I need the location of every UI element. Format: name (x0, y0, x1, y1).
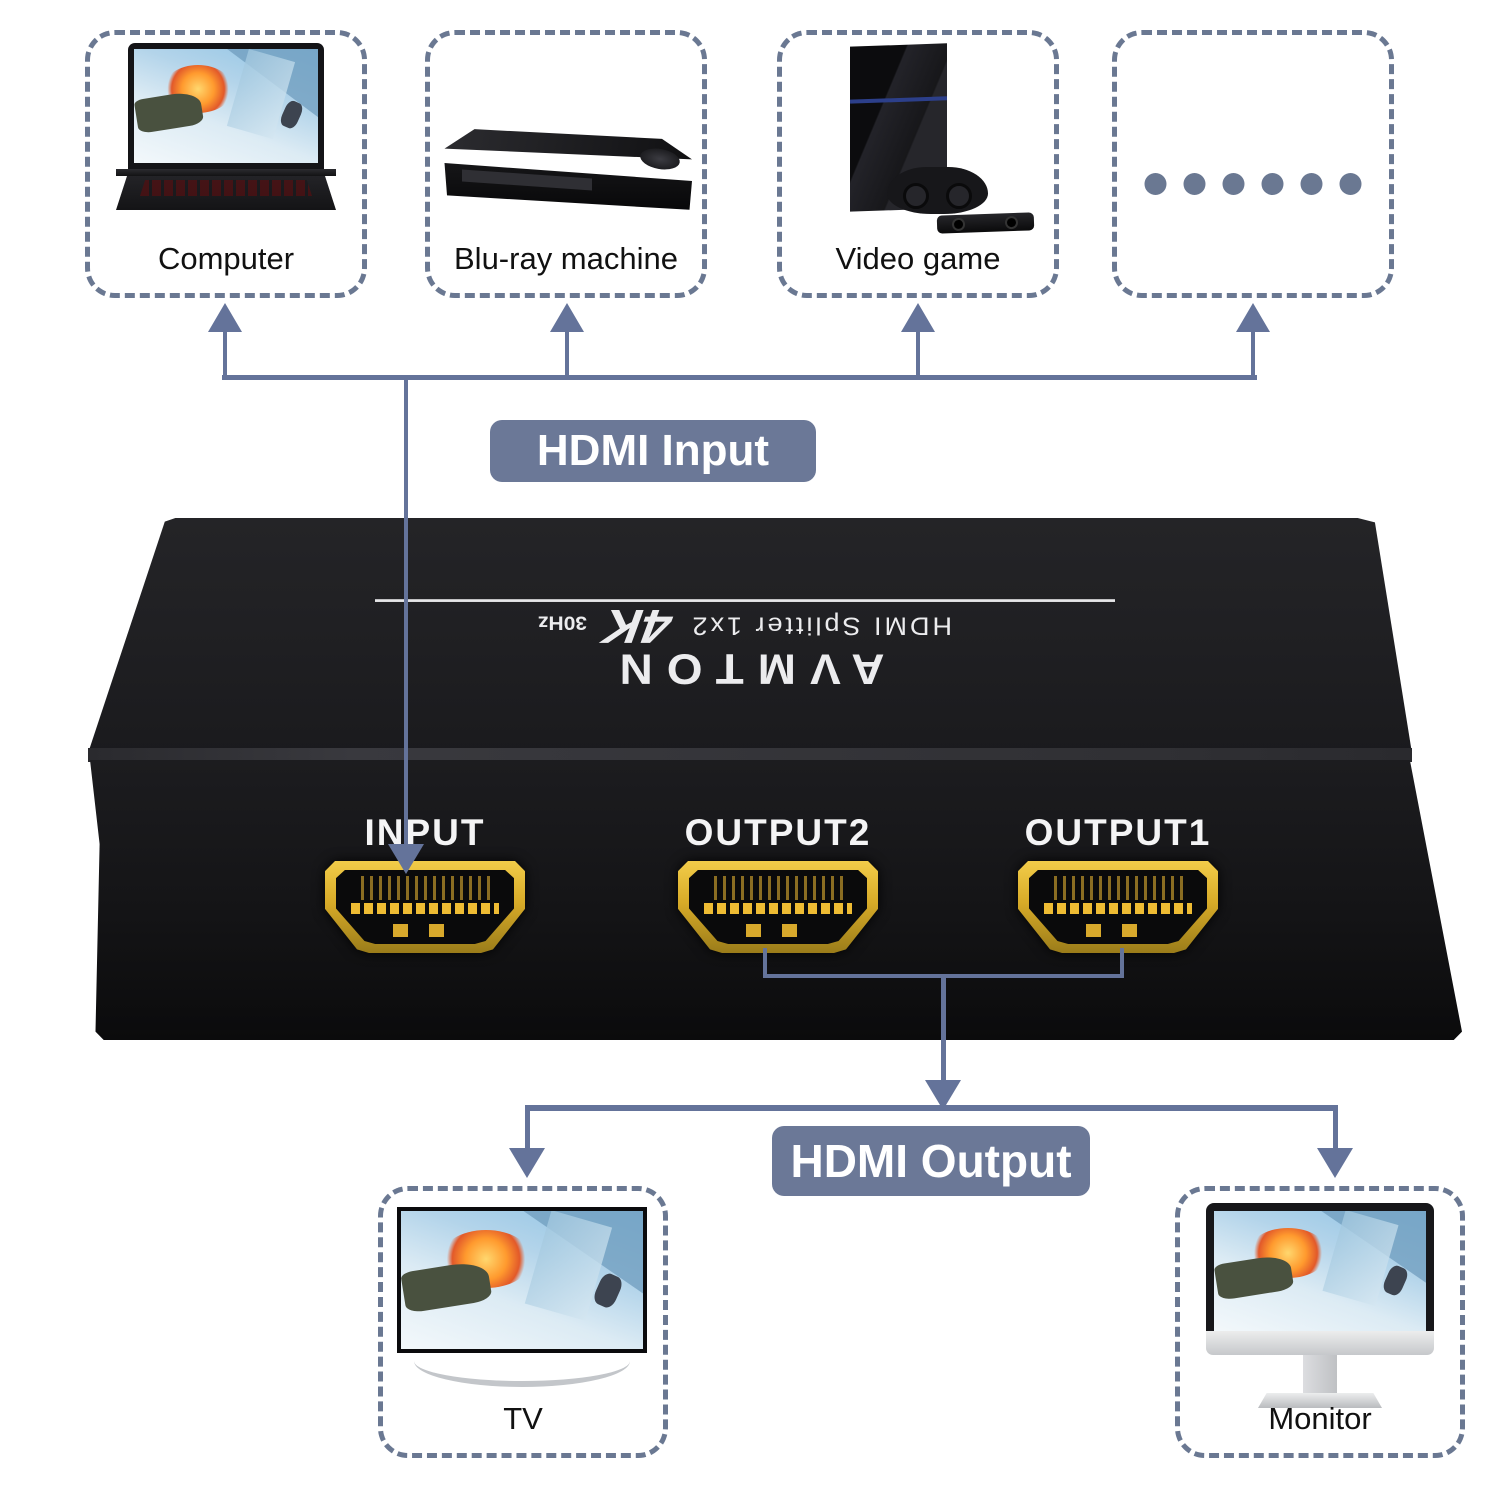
arrow-shaft-computer (223, 329, 227, 377)
splitter-top-print: AVMTON HDMI Splitter 1x2 4K 30Hz (375, 599, 1115, 696)
splitter-edge-bevel (88, 748, 1412, 762)
port-label-output2: OUTPUT2 (684, 812, 872, 853)
30hz-badge: 30Hz (537, 612, 587, 634)
input-drop-line (404, 378, 408, 846)
bluray-player-icon (442, 127, 692, 217)
sink-label-tv: TV (503, 1401, 543, 1436)
port-label-input: INPUT (364, 812, 486, 853)
source-label-videogame: Video game (835, 241, 1001, 276)
arrow-to-computer (208, 303, 242, 332)
input-bus-line (222, 375, 1257, 380)
hdmi-port-input (325, 861, 525, 953)
laptop-icon (116, 43, 336, 210)
arrow-shaft-videogame (916, 329, 920, 377)
4k-badge: 4K (600, 599, 676, 653)
hdmi-input-label: HDMI Input (490, 420, 816, 482)
arrow-to-bluray (550, 303, 584, 332)
sink-box-monitor: Monitor (1175, 1186, 1465, 1458)
arrow-shaft-bluray (565, 329, 569, 377)
tv-icon (397, 1207, 647, 1387)
monitor-icon (1206, 1203, 1434, 1408)
sink-label-monitor: Monitor (1268, 1401, 1372, 1436)
splitter-top-face (88, 518, 1412, 758)
arrow-to-output-bus (925, 1080, 961, 1110)
hdmi-port-output2 (678, 861, 878, 953)
arrow-to-tv (509, 1148, 545, 1178)
tv-drop-line (525, 1105, 530, 1150)
source-box-others (1112, 30, 1394, 298)
arrow-to-videogame (901, 303, 935, 332)
hdmi-port-output1 (1018, 861, 1218, 953)
source-label-bluray: Blu-ray machine (454, 241, 678, 276)
arrow-shaft-others (1251, 329, 1255, 377)
game-console-icon (804, 43, 1035, 241)
source-box-computer: Computer (85, 30, 367, 298)
arrow-into-input-port (388, 844, 424, 874)
hdmi-output-label: HDMI Output (772, 1126, 1090, 1196)
brand-text: AVMTON (605, 645, 885, 694)
arrow-to-others (1236, 303, 1270, 332)
monitor-drop-line (1333, 1105, 1338, 1150)
output1-stub-line (1120, 948, 1124, 978)
ellipsis-dots-icon (1144, 173, 1362, 195)
source-box-bluray: Blu-ray machine (425, 30, 707, 298)
sink-box-tv: TV (378, 1186, 668, 1458)
output-drop-line (941, 974, 946, 1092)
model-text: HDMI Splitter 1x2 (689, 612, 953, 640)
arrow-to-monitor (1317, 1148, 1353, 1178)
output2-stub-line (763, 948, 767, 978)
source-label-computer: Computer (157, 241, 295, 276)
port-label-output1: OUTPUT1 (1024, 812, 1212, 853)
source-box-videogame: Video game (777, 30, 1059, 298)
